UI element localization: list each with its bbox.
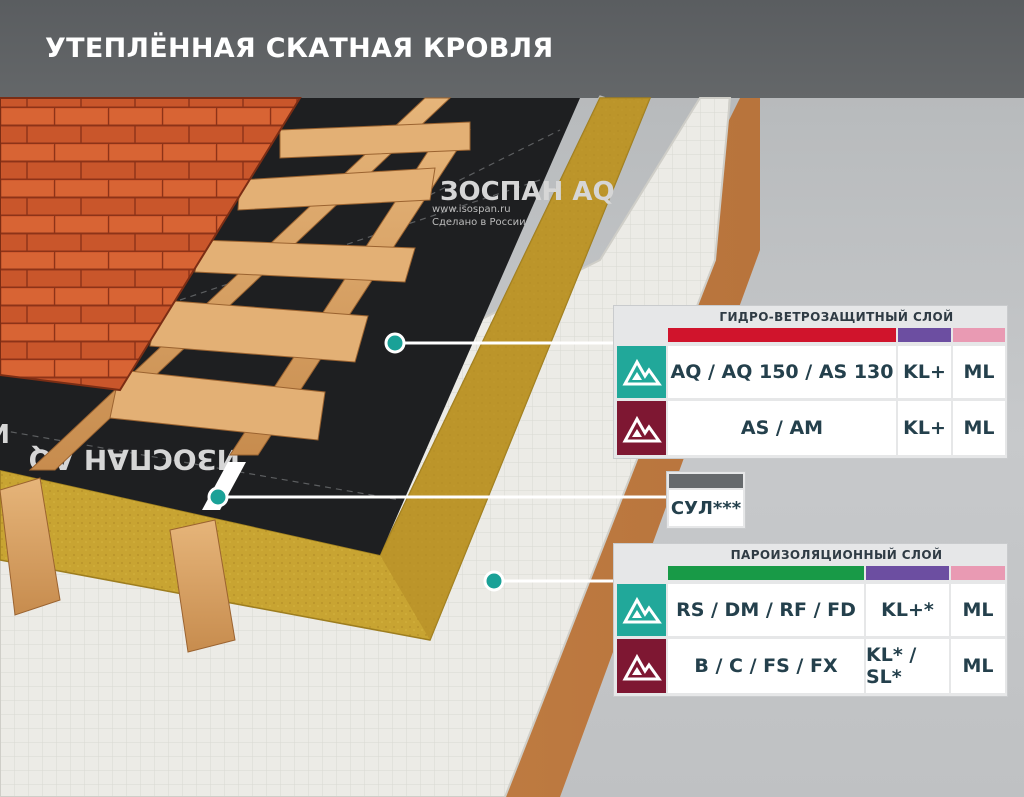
sul-panel: СУЛ*** — [666, 471, 746, 529]
teal-logo-icon — [617, 346, 666, 398]
vapor-ml-2: ML — [951, 639, 1005, 693]
vapor-panel: ПАРОИЗОЛЯЦИОННЫЙ СЛОЙ RS / DM / RF / FD … — [613, 543, 1008, 697]
vapor-bar-purple — [866, 566, 949, 580]
vapor-kl-1: KL+* — [866, 584, 949, 636]
membrane-site: www.isospan.ru — [432, 204, 511, 215]
marker-sul — [207, 486, 229, 508]
marker-windproof — [384, 332, 406, 354]
sul-label: СУЛ*** — [669, 490, 743, 526]
vapor-product-2: B / C / FS / FX — [668, 639, 864, 693]
windproof-ml-1: ML — [953, 346, 1005, 398]
windproof-kl-2: KL+ — [898, 401, 951, 455]
windproof-product-2: AS / AM — [668, 401, 896, 455]
windproof-bar-red — [668, 328, 896, 342]
windproof-bar-purple — [898, 328, 951, 342]
membrane-made: Сделано в России — [432, 217, 526, 228]
windproof-heading: ГИДРО-ВЕТРОЗАЩИТНЫЙ СЛОЙ — [719, 310, 954, 324]
page-title: УТЕПЛЁННАЯ СКАТНАЯ КРОВЛЯ — [45, 33, 554, 64]
windproof-kl-1: KL+ — [898, 346, 951, 398]
roof-tiles — [0, 98, 300, 390]
windproof-product-1: AQ / AQ 150 / AS 130 — [668, 346, 896, 398]
membrane-brand-left: ИЗОСПАН — [0, 417, 10, 447]
battens — [109, 121, 471, 441]
vapor-heading: ПАРОИЗОЛЯЦИОННЫЙ СЛОЙ — [730, 548, 943, 562]
rafters — [0, 477, 236, 653]
vapor-ml-1: ML — [951, 584, 1005, 636]
teal-logo-icon — [617, 584, 666, 636]
windproof-panel: ГИДРО-ВЕТРОЗАЩИТНЫЙ СЛОЙ AQ / AQ 150 / A… — [613, 305, 1008, 459]
vapor-bar-pink — [951, 566, 1005, 580]
windproof-bar-pink — [953, 328, 1005, 342]
maroon-logo-icon — [617, 401, 666, 455]
vapor-product-1: RS / DM / RF / FD — [668, 584, 864, 636]
membrane-brand-top: ЗОСПАН AQ — [440, 177, 615, 207]
sul-bar-gray — [669, 474, 743, 488]
marker-vapor — [483, 570, 505, 592]
windproof-ml-2: ML — [953, 401, 1005, 455]
vapor-bar-green — [668, 566, 864, 580]
maroon-logo-icon — [617, 639, 666, 693]
vapor-kl-2: KL* / SL* — [866, 639, 949, 693]
header-bar: УТЕПЛЁННАЯ СКАТНАЯ КРОВЛЯ — [0, 0, 1024, 98]
